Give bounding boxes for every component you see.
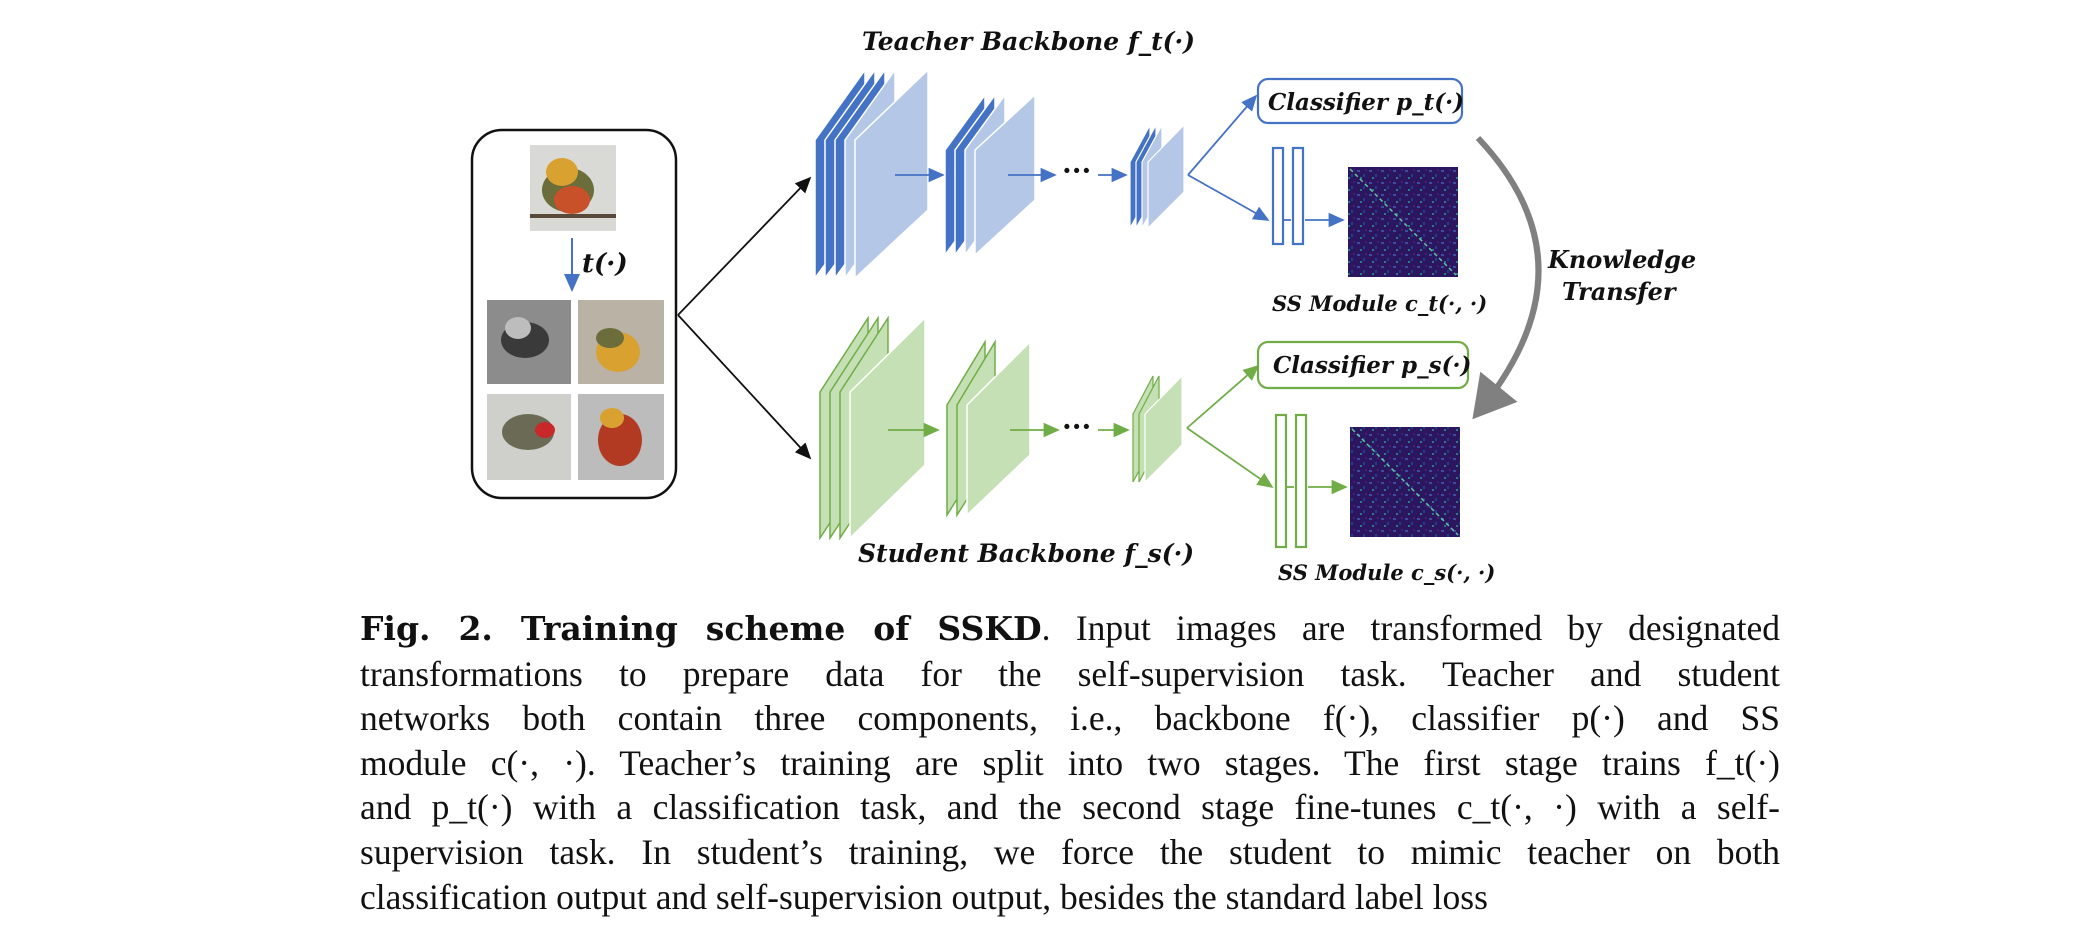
teacher-ss-module-label: SS Module c_t(·, ·)	[1272, 291, 1487, 316]
teacher-conv-block-1	[814, 67, 929, 281]
student-classifier-box: Classifier p_s(·)	[1256, 340, 1471, 390]
input-images-panel: t(·)	[470, 128, 678, 500]
transformed-images-grid	[487, 300, 664, 480]
teacher-ss-module: SS Module c_t(·, ·)	[1271, 146, 1487, 316]
bird-original-image	[530, 145, 616, 231]
caption-line-6: supervision task. In student’s training,…	[360, 831, 1780, 872]
teacher-ellipsis: ···	[1062, 154, 1091, 187]
student-ss-module: SS Module c_s(·, ·)	[1274, 413, 1495, 585]
caption-label: Fig. 2. Training scheme of SSKD	[360, 609, 1042, 648]
teacher-conv-block-3	[1129, 123, 1185, 231]
caption-line-5: and p_t(·) with a classification task, a…	[360, 787, 1780, 828]
student-conv-block-2	[946, 339, 1031, 518]
figure-caption: Fig. 2. Training scheme of SSKD. Input i…	[360, 606, 1780, 919]
caption-line-3: networks both contain three components, …	[360, 698, 1780, 739]
teacher-backbone: ···	[814, 67, 1270, 281]
student-conv-block-1	[819, 315, 926, 541]
training-scheme-diagram: t(·) Te	[470, 27, 1696, 585]
teacher-backbone-label: Teacher Backbone f_t(·)	[862, 27, 1195, 56]
knowledge-transfer-line1: Knowledge	[1547, 245, 1696, 274]
student-backbone: ···	[819, 315, 1274, 541]
caption-line-2: transformations to prepare data for the …	[360, 653, 1780, 694]
student-classifier-label: Classifier p_s(·)	[1273, 352, 1471, 379]
knowledge-transfer: Knowledge Transfer	[1472, 135, 1696, 420]
teacher-classifier-label: Classifier p_t(·)	[1268, 89, 1464, 116]
caption-line-4: module c(·, ·). Teacher’s training are s…	[360, 742, 1780, 783]
caption-line-7: classification output and self-supervisi…	[360, 876, 1488, 917]
student-conv-block-3	[1132, 374, 1183, 484]
caption-line-1: . Input images are transformed by design…	[1041, 608, 1780, 648]
bird-rotated-image	[487, 394, 571, 480]
student-backbone-label: Student Backbone f_s(·)	[858, 539, 1194, 568]
student-ss-module-label: SS Module c_s(·, ·)	[1278, 560, 1495, 585]
teacher-conv-block-2	[944, 92, 1036, 258]
knowledge-transfer-line2: Transfer	[1562, 277, 1678, 306]
bird-color-jitter-image	[578, 394, 664, 480]
transform-label: t(·)	[582, 249, 628, 279]
student-ellipsis: ···	[1062, 410, 1091, 443]
bird-grayscale-image	[487, 300, 571, 384]
teacher-classifier-box: Classifier p_t(·)	[1256, 77, 1464, 125]
bird-cropped-image	[578, 300, 664, 384]
